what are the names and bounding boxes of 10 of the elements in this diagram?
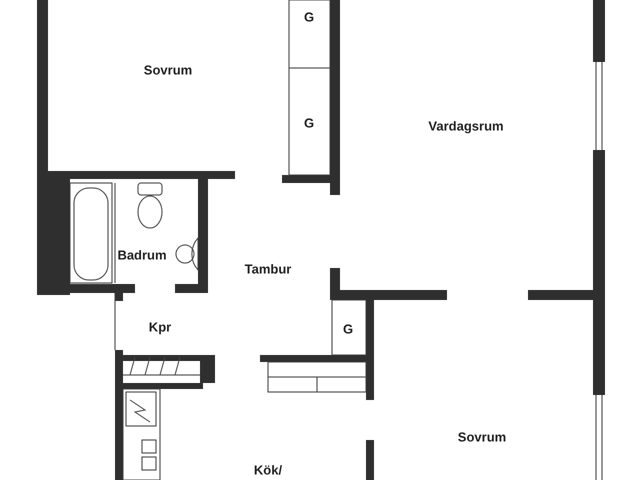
closet-label: G	[342, 322, 354, 336]
room-label: Vardagsrum	[428, 118, 504, 134]
room-label: Kpr	[148, 320, 172, 334]
room-label: Kök/	[254, 462, 282, 478]
room-label: Sovrum	[458, 430, 506, 444]
room-label: Sovrum	[144, 62, 192, 78]
closet-label: G	[304, 10, 314, 24]
closet-label: G	[304, 116, 314, 130]
room-label: Badrum	[117, 248, 167, 262]
room-label: Tambur	[244, 262, 292, 276]
